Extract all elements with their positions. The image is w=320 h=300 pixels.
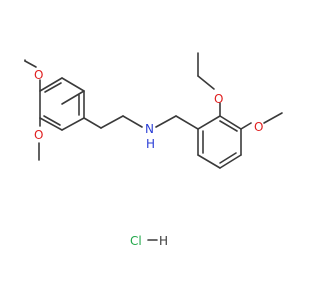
- double-bond: [43, 115, 61, 126]
- bond: [61, 90, 85, 105]
- bond: [61, 117, 85, 131]
- bond: [61, 77, 85, 92]
- oxygen-atom: O: [34, 68, 43, 82]
- bond: [263, 112, 283, 124]
- molecule-drawing: O O N H O O Cl H: [24, 52, 283, 248]
- amine-hydrogen: H: [146, 137, 155, 151]
- bond: [219, 115, 242, 130]
- bond: [240, 122, 252, 130]
- bond: [122, 115, 143, 128]
- bond: [39, 117, 63, 131]
- bond: [197, 115, 221, 130]
- double-bond: [219, 152, 237, 164]
- bond: [39, 77, 63, 92]
- oxygen-atom: O: [34, 128, 43, 142]
- oxygen-atom: O: [254, 120, 263, 134]
- bond: [197, 154, 221, 169]
- salt-hydrogen: H: [159, 234, 168, 248]
- oxygen-atom: O: [214, 92, 223, 106]
- bond: [175, 115, 199, 130]
- chlorine-atom: Cl: [130, 234, 142, 248]
- structure-canvas: O O N H O O Cl H: [24, 52, 283, 248]
- nitrogen-atom: N: [145, 122, 154, 136]
- bond: [219, 154, 242, 169]
- bond: [155, 115, 177, 128]
- double-bond: [44, 82, 62, 93]
- bond: [24, 60, 37, 68]
- left-benzene-ring: [39, 77, 85, 131]
- double-bond: [219, 120, 238, 132]
- bond: [100, 115, 124, 129]
- bond: [83, 117, 102, 129]
- right-benzene-ring: [197, 115, 242, 169]
- bond: [197, 75, 215, 90]
